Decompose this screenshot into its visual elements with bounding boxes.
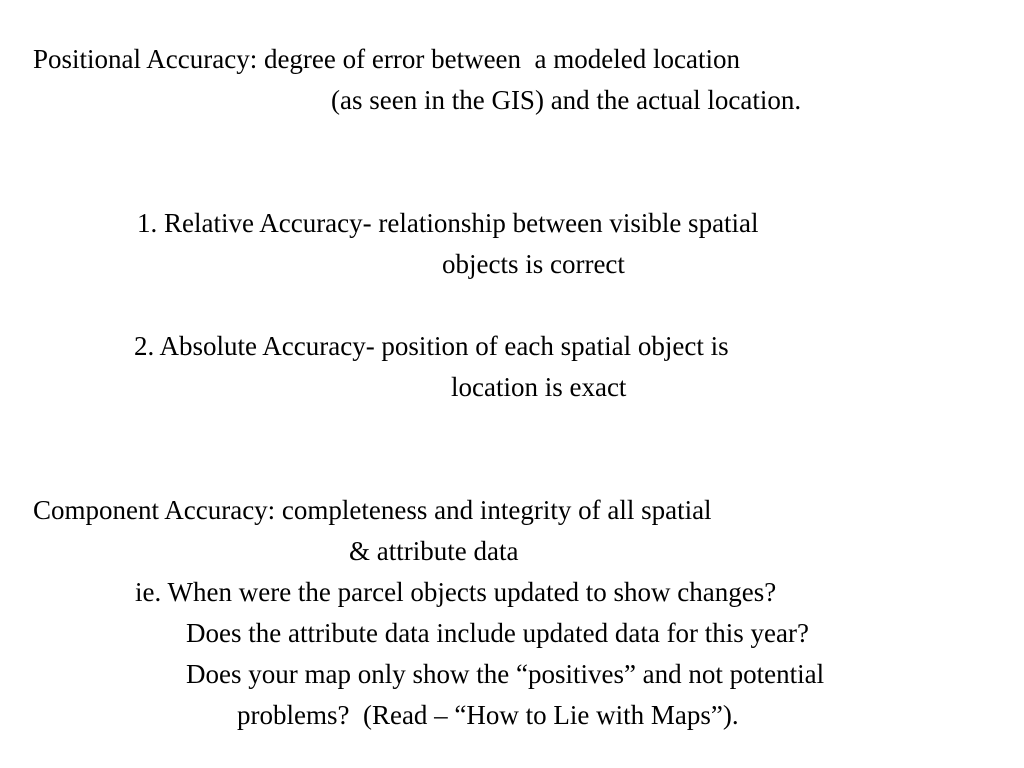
positional-accuracy-definition-line2: (as seen in the GIS) and the actual loca… — [331, 85, 802, 115]
absolute-accuracy-line1: 2. Absolute Accuracy- position of each s… — [134, 331, 729, 361]
component-accuracy-definition-line2: & attribute data — [349, 536, 519, 566]
component-accuracy-example-line1: ie. When were the parcel objects updated… — [135, 577, 777, 607]
relative-accuracy-line2: objects is correct — [442, 249, 625, 279]
positional-accuracy-definition-line1: Positional Accuracy: degree of error bet… — [33, 44, 740, 74]
component-accuracy-example-line3: Does your map only show the “positives” … — [186, 659, 825, 689]
component-accuracy-example-line2: Does the attribute data include updated … — [186, 618, 810, 648]
absolute-accuracy-line2: location is exact — [451, 372, 627, 402]
component-accuracy-definition-line1: Component Accuracy: completeness and int… — [33, 495, 712, 525]
relative-accuracy-line1: 1. Relative Accuracy- relationship betwe… — [137, 208, 759, 238]
component-accuracy-example-line4: problems? (Read – “How to Lie with Maps”… — [237, 700, 739, 730]
